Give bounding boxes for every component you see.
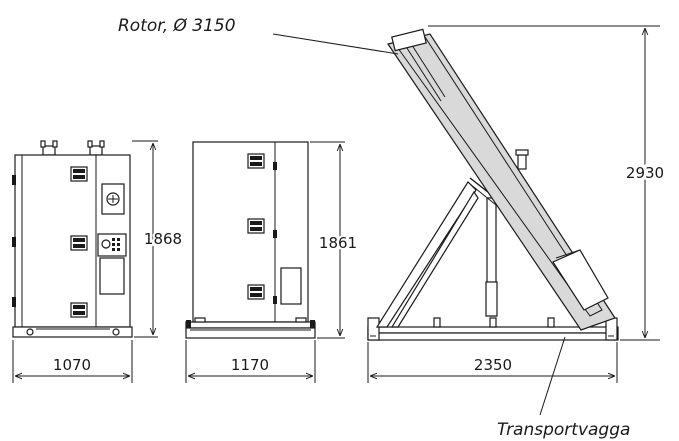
door-handles xyxy=(70,166,88,318)
side-base-frame xyxy=(185,321,316,329)
display-window xyxy=(99,257,125,295)
front-view: 1868 1070 xyxy=(12,140,184,383)
dim-view3-height: 2930 xyxy=(626,164,664,182)
top-fittings xyxy=(40,140,105,156)
callout-transport-label: Transportvagga xyxy=(497,420,630,440)
callout-transport: Transportvagga xyxy=(497,336,630,440)
callout-rotor-label: Rotor, Ø 3150 xyxy=(118,16,236,36)
dim-view1-height: 1868 xyxy=(144,230,182,248)
dim-view2-height: 1861 xyxy=(319,234,357,252)
side-window xyxy=(280,267,302,305)
rotor xyxy=(387,28,616,331)
side-view: 1861 1170 xyxy=(185,141,359,383)
dim-view2-width: 1170 xyxy=(231,356,269,374)
callout-rotor: Rotor, Ø 3150 xyxy=(118,16,399,55)
cabinet-base xyxy=(12,326,133,338)
rotor-cradle-view: 2930 2350 xyxy=(367,25,667,383)
dim-view1-width: 1070 xyxy=(53,356,91,374)
dim-view3-width: 2350 xyxy=(474,356,512,374)
cradle-a-frame xyxy=(375,177,531,328)
side-handles xyxy=(247,153,265,300)
